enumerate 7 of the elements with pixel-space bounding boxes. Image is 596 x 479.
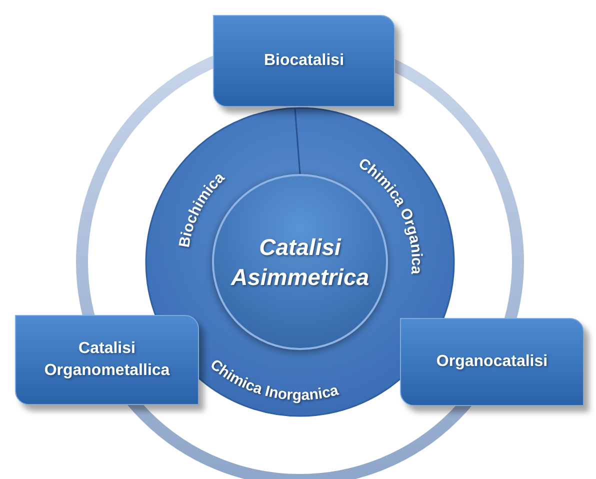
category-box (15, 315, 199, 405)
category-box (213, 15, 395, 107)
box-label: Biocatalisi (262, 51, 346, 71)
center-title: Catalisi Asimmetrica (230, 233, 370, 292)
category-box (400, 318, 584, 406)
box-label: Catalisi Organometallica (43, 339, 171, 381)
box-label: Organocatalisi (435, 352, 549, 372)
